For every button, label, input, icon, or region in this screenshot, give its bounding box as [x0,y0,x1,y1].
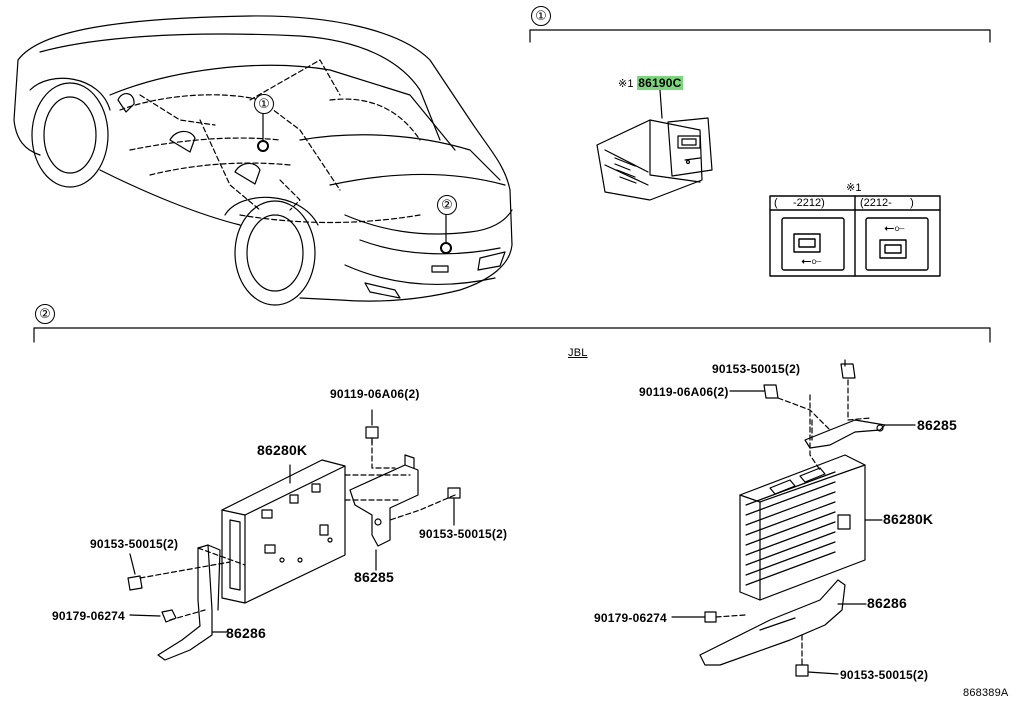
right-bracket-part[interactable]: 86285 [917,417,957,433]
left-amp-assembly [127,409,461,661]
right-nut-part[interactable]: 90179-06274 [594,611,667,625]
left-bolt-top-part[interactable]: 90119-06A06(2) [330,387,420,401]
usb-module-drawing [596,89,713,201]
variant-table [769,195,941,277]
variant-col-left: ( -2212) [774,197,825,209]
left-lower-bracket-part[interactable]: 86286 [226,625,266,641]
figure-id: 868389A [963,687,1009,699]
section-1-marker: ① [531,6,551,26]
left-bolt-left-part[interactable]: 90153-50015(2) [90,537,179,551]
section-1-bracket [529,29,991,43]
usb-icon: ⭠⟜ [801,254,822,269]
section-2-bracket [33,327,991,343]
usb-icon: ⭠⟜ [884,221,905,236]
usb-part-number[interactable]: 86190C [637,76,683,90]
car-callout-1: ① [254,94,274,114]
right-lower-bracket-part[interactable]: 86286 [867,595,907,611]
left-nut-part[interactable]: 90179-06274 [52,609,125,623]
right-bolt-b-part[interactable]: 90119-06A06(2) [639,385,729,399]
variant-col-right: (2212- ) [860,197,914,209]
right-bolt-a-part[interactable]: 90153-50015(2) [712,362,801,376]
right-bolt-bottom-part[interactable]: 90153-50015(2) [840,668,929,682]
section-2-marker: ② [35,304,55,324]
variant-table-note: ※1 [846,182,862,194]
usb-note-mark: ※1 [618,78,634,90]
right-amp-assembly [671,359,916,677]
left-bracket-part[interactable]: 86285 [354,569,394,585]
left-bolt-right-part[interactable]: 90153-50015(2) [419,527,508,541]
vehicle-drawing [13,15,513,306]
right-amp-part[interactable]: 86280K [883,511,934,527]
left-amp-part[interactable]: 86280K [257,442,308,458]
jbl-label: JBL [568,347,588,359]
usb-part-label: ※1 86190C [618,76,683,91]
car-callout-2: ② [437,195,457,215]
